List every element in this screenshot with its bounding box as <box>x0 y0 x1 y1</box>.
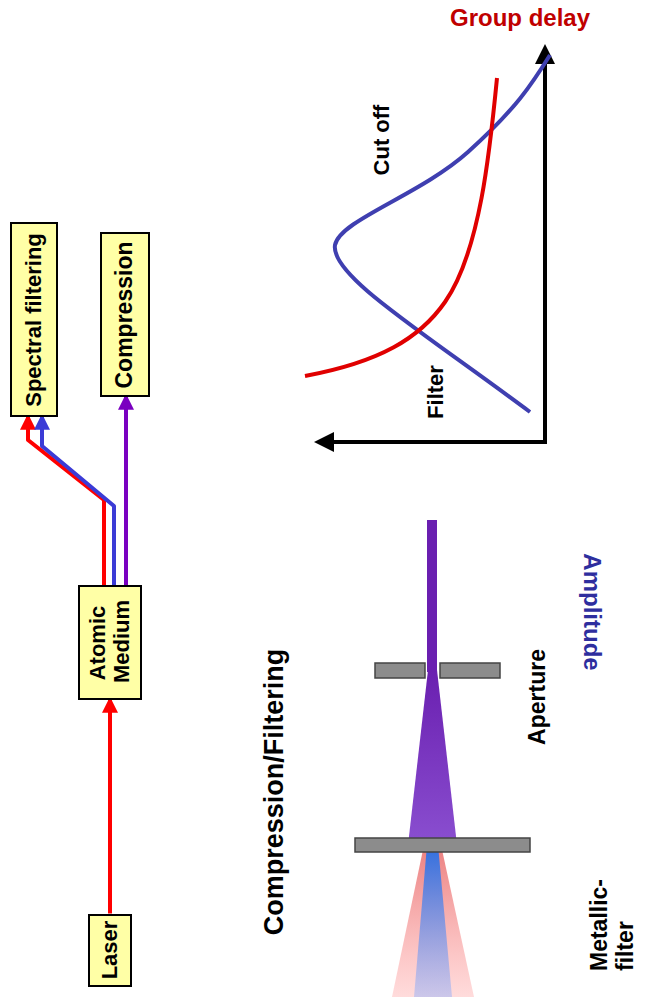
purple-beam <box>427 520 437 672</box>
curve-annotation: Filter <box>423 365 448 419</box>
amplitude-axis <box>318 440 547 444</box>
section-title: Compression/Filtering <box>259 649 290 936</box>
laser-beam-arrow <box>108 700 112 914</box>
part-label: Aperture <box>524 649 550 745</box>
blue-beam-cone <box>414 845 452 997</box>
group-delay-curve <box>305 78 497 376</box>
axis-title: Amplitude <box>578 553 606 670</box>
output-box: Compression <box>100 232 150 397</box>
process-box: Atomic Medium <box>78 585 142 700</box>
purple-beam-arrow <box>124 397 128 585</box>
curve-annotation: Cut off <box>369 105 394 176</box>
box-label: Spectral filtering <box>22 233 46 407</box>
blue-beam-arrow <box>42 417 114 585</box>
red-beam-cone <box>392 845 474 997</box>
part-label: Metallic- filter <box>586 853 639 971</box>
axis-title: Group delay <box>450 4 590 32</box>
purple-beam-cone <box>408 670 457 845</box>
aperture-plate <box>440 663 500 678</box>
aperture-plate <box>375 663 425 678</box>
source-box: Laser <box>88 914 132 987</box>
box-label: Atomic Medium <box>86 603 134 683</box>
box-label: Compression <box>112 241 137 388</box>
box-label: Laser <box>98 921 122 980</box>
output-box: Spectral filtering <box>10 222 58 417</box>
frequency-axis <box>543 48 547 442</box>
metallic-filter-plate <box>355 838 530 852</box>
red-beam-arrow <box>28 417 104 585</box>
